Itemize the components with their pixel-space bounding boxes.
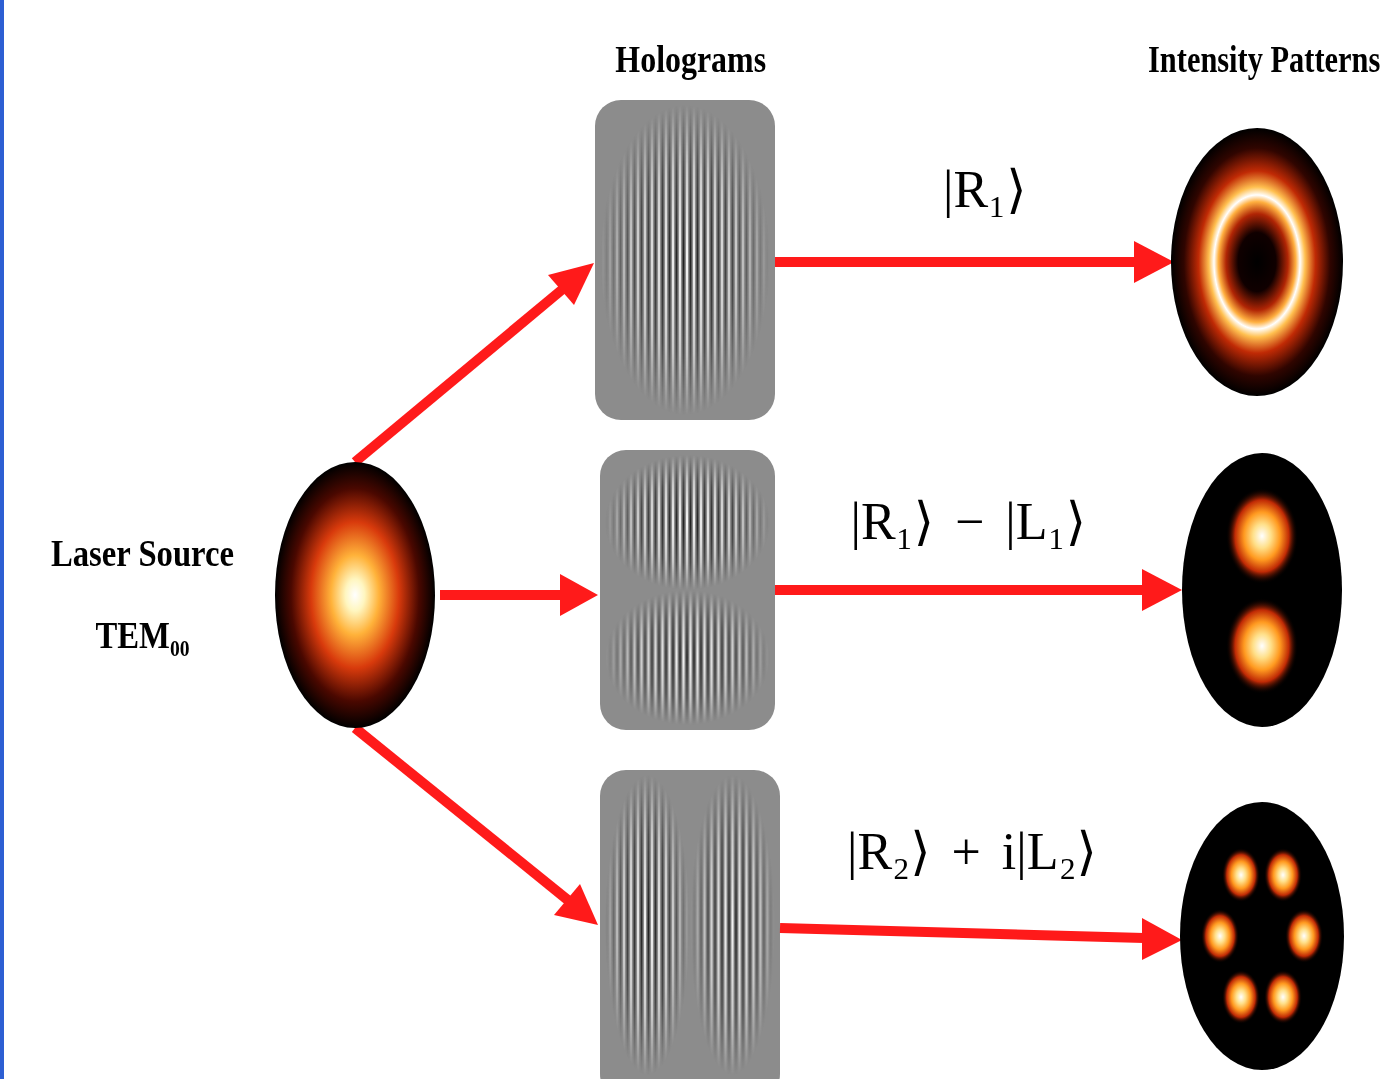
mode-state: |R₂⟩ + i|L₂⟩ <box>847 822 1097 882</box>
mode-state: |R₁⟩ <box>943 160 1027 220</box>
column-header: Intensity Patterns <box>1148 38 1380 82</box>
beam-spot <box>25 460 445 730</box>
gaussian-spot <box>275 462 435 728</box>
hologram <box>595 100 775 420</box>
source-label: Laser Source TEM₀₀ <box>41 512 243 676</box>
laser-source: Laser Source TEM₀₀ <box>25 460 445 730</box>
beam-arrow <box>355 241 1182 960</box>
column-header: Holograms <box>615 38 766 82</box>
hologram <box>600 450 775 730</box>
hologram <box>600 770 780 1079</box>
edge-bar <box>0 0 4 1079</box>
mode-state: |R₁⟩ − |L₁⟩ <box>851 492 1086 552</box>
intensity-pattern <box>1171 128 1343 396</box>
intensity-pattern <box>1182 453 1342 727</box>
intensity-pattern <box>1180 802 1344 1070</box>
